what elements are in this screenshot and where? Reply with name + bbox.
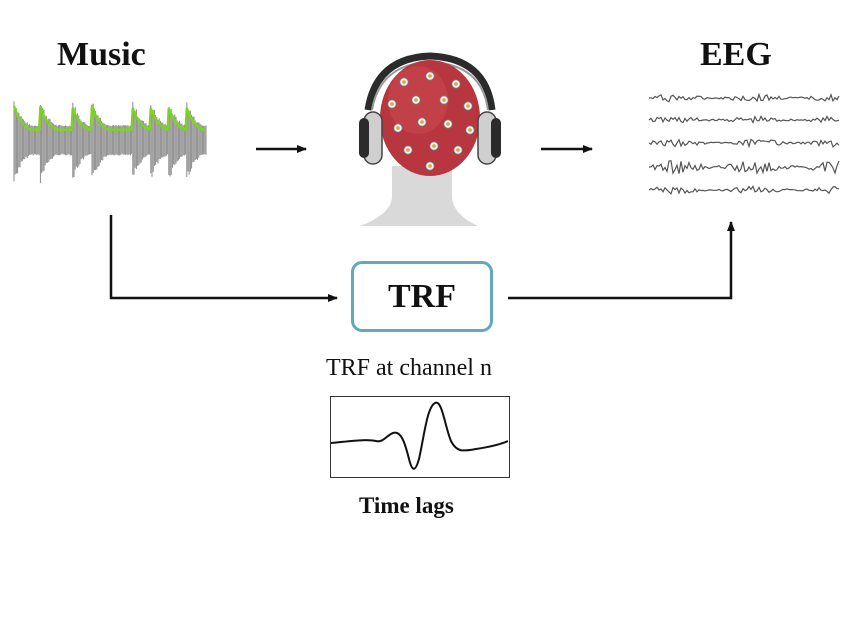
time-lags-label: Time lags (359, 493, 454, 518)
trf-curve-icon (330, 401, 509, 470)
music-waveform-icon (12, 101, 207, 184)
music-label: Music (57, 36, 146, 73)
trf-plot (330, 396, 510, 478)
arrow-music-to-trf (109, 215, 338, 302)
eeg-traces-icon (648, 92, 840, 195)
trf-box: TRF (351, 261, 493, 332)
eeg-label: EEG (700, 36, 772, 73)
eeg-head-with-headphones-icon (359, 52, 501, 226)
arrow-trf-to-eeg (508, 221, 735, 300)
trf-caption: TRF at channel n (326, 355, 492, 381)
